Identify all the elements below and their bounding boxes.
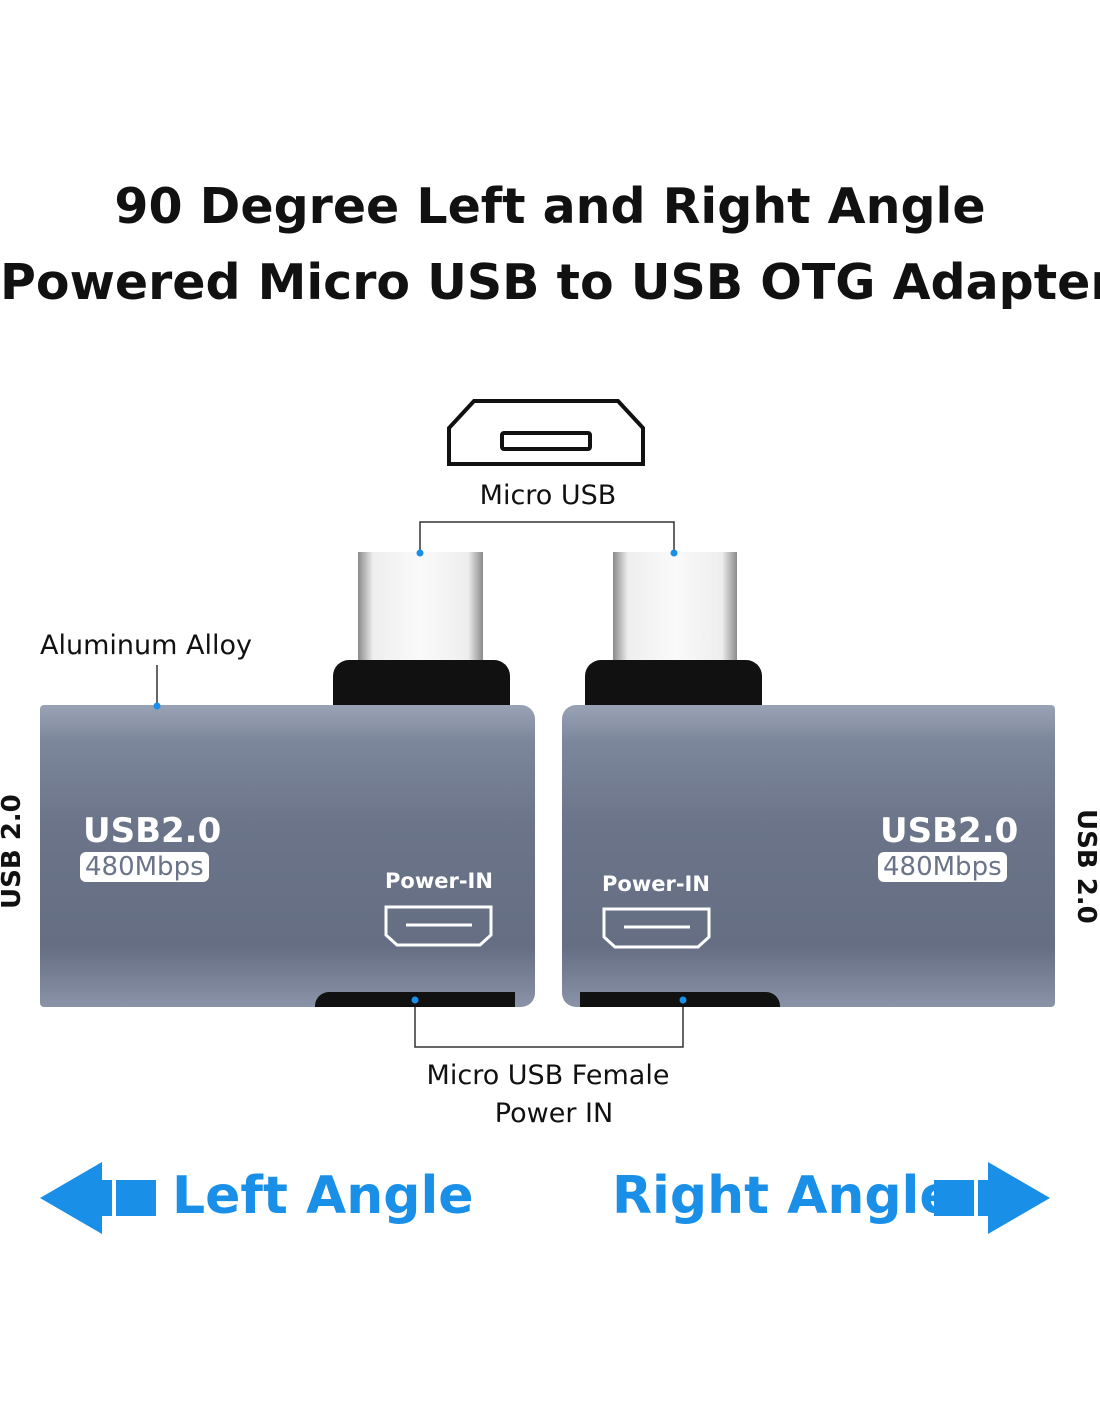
right-plug-housing (585, 660, 762, 708)
power-port-icon (384, 905, 493, 947)
left-angle-label: Left Angle (172, 1166, 474, 1226)
title-line-1: 90 Degree Left and Right Angle (114, 178, 986, 235)
usb-2-side-label-left: USB 2.0 (0, 794, 27, 909)
usb-version-label: USB2.0 (83, 811, 222, 851)
micro-usb-port-icon (447, 399, 645, 466)
right-adapter-body: USB2.0 480Mbps Power-IN (562, 705, 1055, 1007)
speed-badge: 480Mbps (80, 852, 209, 882)
usb-2-side-label-right: USB 2.0 (1071, 809, 1100, 924)
left-plug-housing (333, 660, 510, 708)
right-micro-usb-plug-tip (613, 552, 737, 662)
left-arrow-icon (40, 1162, 156, 1234)
left-micro-usb-plug-tip (358, 552, 483, 662)
right-angle-label: Right Angle (612, 1166, 955, 1226)
micro-usb-label: Micro USB (479, 480, 617, 511)
female-port-label-line1: Micro USB Female (426, 1060, 670, 1091)
right-arrow-icon (934, 1162, 1050, 1234)
usb-version-label: USB2.0 (880, 811, 1019, 851)
title-line-2: Powered Micro USB to USB OTG Adapter (0, 254, 1100, 311)
power-in-label: Power-IN (385, 869, 493, 893)
left-adapter-body: USB2.0 480Mbps Power-IN (40, 705, 535, 1007)
aluminum-alloy-label: Aluminum Alloy (40, 630, 252, 661)
speed-badge: 480Mbps (878, 852, 1007, 882)
female-port-label-line2: Power IN (494, 1098, 614, 1129)
power-in-label: Power-IN (602, 872, 710, 896)
power-port-icon (602, 907, 711, 949)
